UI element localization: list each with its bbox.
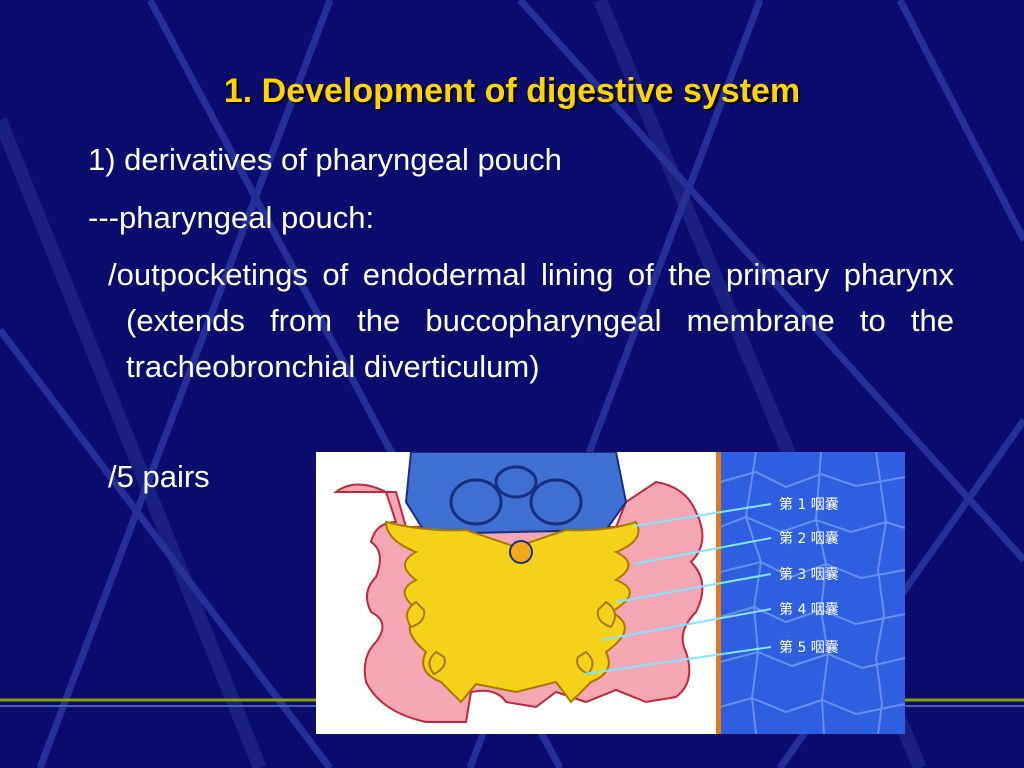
slide-title: 1. Development of digestive system bbox=[223, 72, 801, 110]
pouch-label-4: 第 4 咽囊 bbox=[779, 601, 839, 618]
pouch-label-3: 第 3 咽囊 bbox=[779, 566, 839, 583]
divider-bar bbox=[716, 452, 721, 734]
definition-paragraph: /outpocketings of endodermal lining of t… bbox=[108, 257, 954, 384]
pharyngeal-pouch-diagram: 第 1 咽囊 第 2 咽囊 第 3 咽囊 第 4 咽囊 第 5 咽囊 bbox=[316, 452, 905, 734]
bullet-pharyngeal-pouch: ---pharyngeal pouch: bbox=[88, 200, 375, 235]
pouch-label-5: 第 5 咽囊 bbox=[779, 639, 839, 656]
ectoderm-blue bbox=[404, 452, 628, 536]
cell-pattern-panel bbox=[720, 452, 905, 734]
pouch-label-2: 第 2 咽囊 bbox=[779, 530, 839, 547]
bullet-five-pairs: /5 pairs bbox=[108, 459, 210, 494]
bullet-derivatives: 1) derivatives of pharyngeal pouch bbox=[88, 142, 562, 177]
pouch-label-1: 第 1 咽囊 bbox=[779, 496, 839, 513]
pointer-lines bbox=[583, 503, 772, 675]
pharynx-endoderm bbox=[384, 520, 640, 704]
